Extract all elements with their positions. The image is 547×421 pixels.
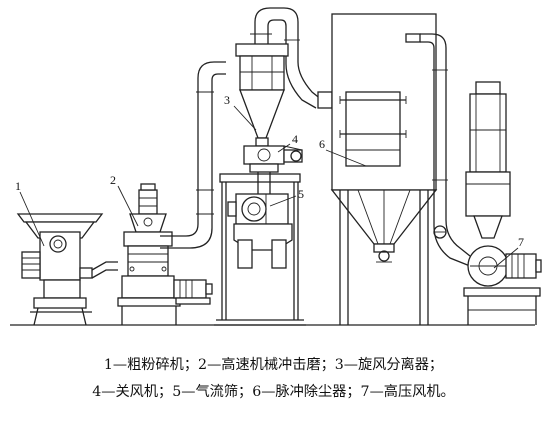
callout-1: 1 xyxy=(15,179,21,193)
exhaust-duct xyxy=(420,33,471,267)
equipment-layout-diagram: 1 2 3 4 5 6 7 xyxy=(10,7,542,326)
callout-3: 3 xyxy=(224,93,230,107)
callout-4: 4 xyxy=(292,132,298,146)
high-pressure-fan xyxy=(463,81,542,325)
legend: 1—粗粉碎机；2—高速机械冲击磨；3—旋风分离器； 4—关风机；5—气流筛；6—… xyxy=(0,352,547,406)
callout-6: 6 xyxy=(319,137,325,151)
coarse-crusher xyxy=(16,213,118,326)
cyclone-separator xyxy=(235,43,289,147)
callout-leaders xyxy=(19,105,519,269)
callout-2: 2 xyxy=(110,173,116,187)
callout-5: 5 xyxy=(298,187,304,201)
rotary-airlock xyxy=(243,145,303,173)
pulse-dust-collector xyxy=(330,13,438,325)
airflow-sieve xyxy=(214,172,306,326)
legend-line-2: 4—关风机；5—气流筛；6—脉冲除尘器；7—高压风机。 xyxy=(92,384,455,400)
callout-7: 7 xyxy=(518,235,524,249)
air-duct xyxy=(160,7,333,249)
legend-line-1: 1—粗粉碎机；2—高速机械冲击磨；3—旋风分离器； xyxy=(103,357,444,373)
